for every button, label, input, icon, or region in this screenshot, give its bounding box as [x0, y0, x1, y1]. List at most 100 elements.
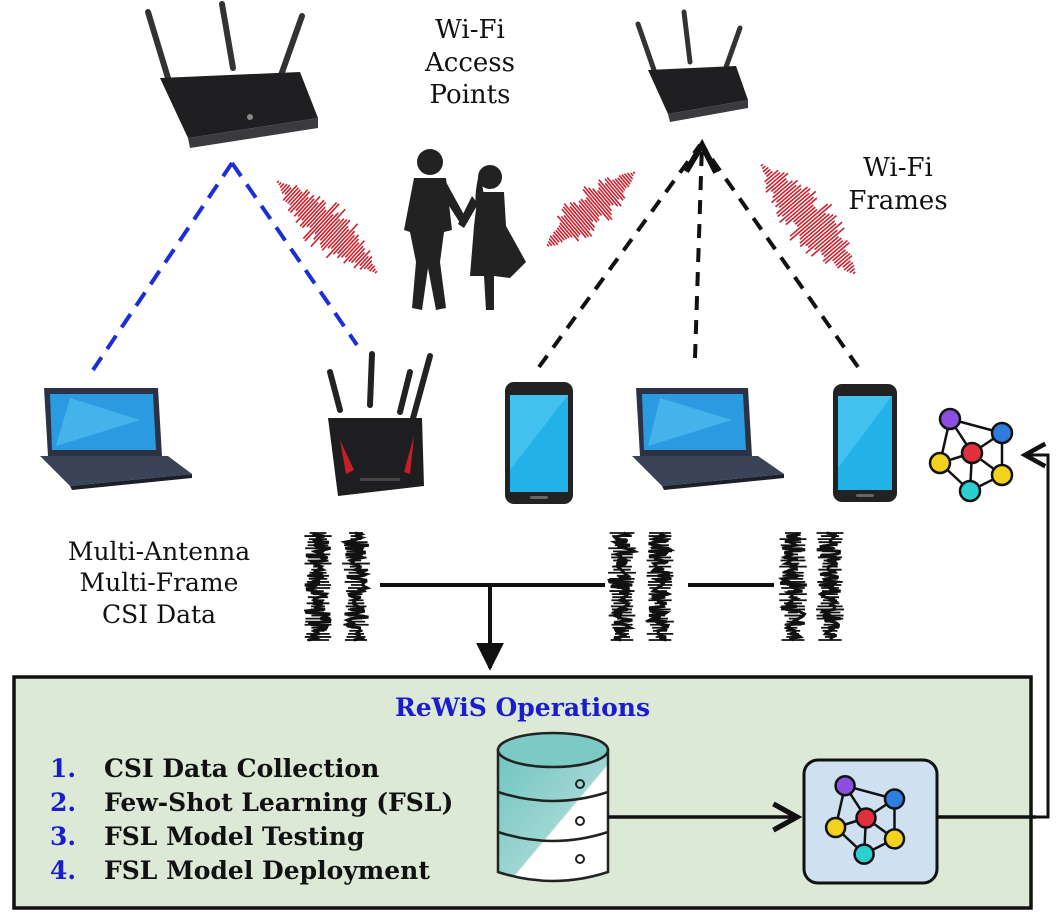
wifi-frame-stroke	[823, 239, 844, 258]
wifi-frame-stroke	[805, 220, 836, 247]
wifi-frame-stroke	[835, 252, 851, 267]
operation-number: 1.	[50, 754, 77, 783]
wifi-frame-stroke	[340, 238, 360, 258]
access-point-left-router-icon	[145, 1, 318, 148]
neural-network-icon	[928, 407, 1014, 503]
wifi-frame-stroke	[563, 214, 581, 236]
wifi-frame-stroke	[770, 177, 787, 192]
csi-data-label: Multi-Antenna Multi-Frame CSI Data	[44, 536, 274, 630]
wifi-frame-stroke	[772, 180, 793, 199]
wifi-frame-stroke	[765, 170, 773, 178]
wifi-frame-stroke	[765, 171, 781, 185]
wifi-frame-stroke	[585, 196, 603, 216]
wifi-frame-stroke	[562, 206, 590, 238]
wifi-frame-stroke	[325, 223, 359, 259]
wifi-frame-stroke	[805, 221, 843, 254]
wifi-frame-stroke	[775, 184, 797, 203]
wifi-frame-stroke	[789, 203, 833, 241]
operation-text: Few-Shot Learning (FSL)	[104, 788, 454, 817]
wifi-frame-stroke	[621, 174, 631, 185]
wifi-frame-stroke	[330, 228, 350, 250]
laptop-left-icon	[40, 388, 192, 490]
wifi-frame-stroke	[309, 209, 327, 229]
wifi-frame-stroke	[632, 171, 636, 175]
wifi-frame-stroke	[779, 190, 817, 224]
wifi-frame-stroke	[359, 255, 373, 270]
wifi-frame-stroke	[332, 230, 356, 255]
wifi-frame-stroke	[777, 187, 811, 218]
nn-node	[928, 451, 952, 475]
wifi-frame-stroke	[287, 189, 309, 212]
wifi-frame-stroke	[814, 229, 838, 251]
wifi-frame-stroke	[319, 218, 341, 241]
wifi-frame-stroke	[319, 218, 345, 246]
wifi-frame-stroke	[598, 179, 622, 207]
nn-node	[883, 788, 906, 810]
wifi-frame-stroke	[617, 177, 627, 189]
wifi-frame-stroke	[295, 195, 321, 224]
wifi-frame-stroke	[276, 180, 280, 184]
wifi-frame-stroke	[310, 208, 346, 248]
wifi-frame-stroke	[366, 263, 374, 270]
wifi-frame-stroke	[569, 202, 595, 232]
wifi-frame-stroke	[558, 225, 570, 239]
wifi-frame-stroke	[770, 179, 798, 204]
nn-node	[960, 441, 984, 465]
wifi-frame-stroke	[344, 242, 360, 258]
smartphone-left-icon	[505, 382, 573, 504]
wifi-frame-stroke	[623, 173, 633, 183]
wifi-frame-stroke	[598, 187, 614, 206]
wifi-frame-stroke	[789, 203, 829, 237]
wifi-frame-stroke	[559, 222, 573, 238]
wifi-frame-stroke	[553, 231, 563, 243]
wifi-frame-stroke	[301, 201, 327, 229]
wifi-frame-stroke	[592, 188, 612, 212]
wifi-frame-stroke	[549, 235, 559, 246]
wifi-frame-stroke	[799, 214, 837, 248]
wifi-frame-stroke	[552, 234, 560, 243]
wifi-frame-stroke	[572, 201, 596, 228]
wifi-frame-stroke	[626, 172, 634, 180]
feedback-arrow	[1025, 455, 1050, 819]
wifi-frame-stroke	[301, 201, 319, 221]
wifi-frame-stroke	[556, 215, 580, 242]
csi-connector-lines	[380, 583, 774, 671]
blue-links	[91, 161, 359, 372]
wifi-frame-stroke	[604, 178, 624, 201]
wifi-frame-stroke	[765, 172, 789, 193]
operation-text: FSL Model Testing	[104, 822, 365, 851]
wifi-frame-stroke	[584, 199, 600, 217]
wifi-frame-stroke	[299, 199, 325, 227]
wifi-frame-stroke	[612, 179, 624, 194]
wifi-frame-stroke	[597, 182, 619, 207]
wifi-frame-stroke	[846, 264, 855, 273]
csi-line-1: Multi-Antenna	[67, 537, 251, 566]
wifi-frame-stroke	[295, 196, 309, 212]
wifi-frames-label: Wi-Fi Frames	[838, 152, 958, 217]
operations-list: 1.CSI Data Collection 2.Few-Shot Learnin…	[50, 752, 453, 888]
wifi-frame-stroke	[289, 191, 311, 214]
wifi-frame-stroke	[560, 216, 580, 238]
wifi-frame-stroke	[820, 236, 839, 253]
wifi-frame-stroke	[597, 189, 611, 207]
wifi-frame-stroke	[775, 186, 809, 215]
wifi-frame-stroke	[359, 255, 369, 267]
wifi-frame-stroke	[563, 203, 593, 237]
wifi-frame-stroke	[336, 234, 360, 259]
wifi-frame-stroke	[569, 206, 591, 231]
nn-node	[853, 843, 875, 865]
wifi-frame-stroke	[799, 213, 830, 240]
operations-title: ReWiS Operations	[394, 693, 651, 722]
access-points-line-3: Points	[429, 80, 511, 110]
wifi-frame-stroke	[350, 247, 366, 264]
wifi-frame-stroke	[775, 184, 802, 208]
nn-node	[990, 421, 1014, 445]
access-point-right-router-icon	[635, 9, 748, 122]
wifi-frame-stroke	[582, 188, 610, 221]
walking-people-silhouette	[404, 149, 526, 310]
wifi-frame-stroke	[588, 187, 612, 216]
wifi-frame-stroke	[297, 198, 315, 218]
operation-number: 2.	[50, 788, 77, 817]
nn-node	[938, 407, 962, 431]
